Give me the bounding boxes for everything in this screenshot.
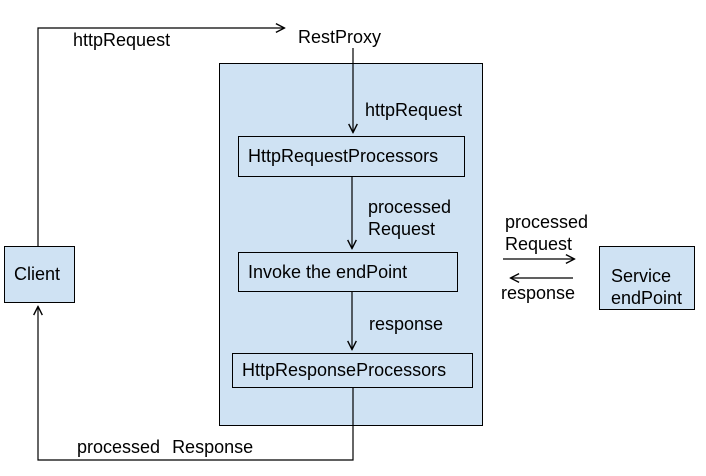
label-response-right: response — [501, 283, 576, 303]
client-node: Client — [4, 246, 75, 303]
restproxy-title: RestProxy — [298, 27, 382, 47]
http-response-processors-label: HttpResponseProcessors — [242, 360, 447, 380]
http-response-processors-node: HttpResponseProcessors — [232, 353, 473, 388]
label-httprequest-top: httpRequest — [73, 30, 171, 50]
client-label: Client — [14, 264, 61, 284]
http-request-processors-label: HttpRequestProcessors — [248, 146, 439, 166]
http-request-processors-node: HttpRequestProcessors — [238, 136, 465, 177]
service-endpoint-label: Service endPoint — [611, 266, 683, 308]
label-response-inner: response — [369, 314, 444, 334]
label-httprequest-inner: httpRequest — [365, 100, 463, 120]
invoke-endpoint-node: Invoke the endPoint — [238, 252, 458, 292]
invoke-endpoint-label: Invoke the endPoint — [248, 261, 408, 282]
service-endpoint-node: Service endPoint — [599, 246, 695, 310]
